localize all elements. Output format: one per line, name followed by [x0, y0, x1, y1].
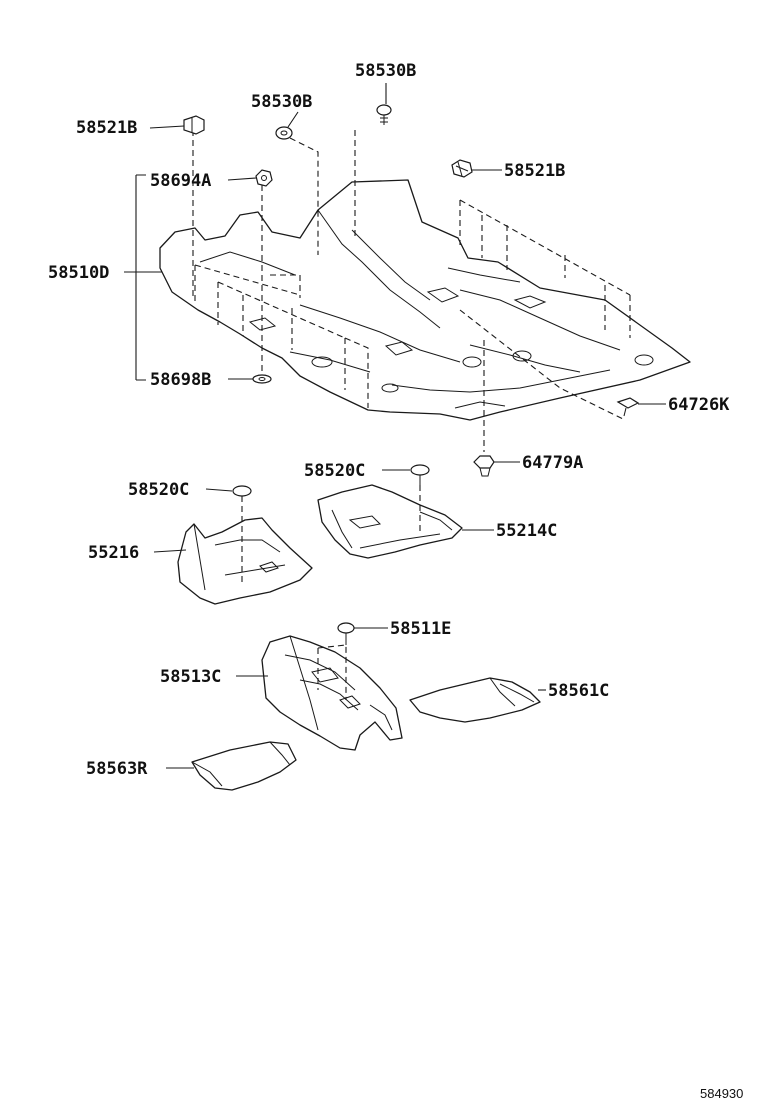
main-carpet-guides — [192, 130, 631, 452]
floor-carpet-58510D — [159, 179, 691, 421]
clip-58521B-left-icon — [183, 115, 205, 135]
label-58694A: 58694A — [150, 171, 211, 191]
clip-64779A-icon — [473, 455, 495, 477]
label-64726K: 64726K — [668, 395, 730, 415]
nut-58694A-icon — [255, 169, 273, 187]
label-55216: 55216 — [88, 543, 139, 563]
label-58530B-left: 58530B — [251, 92, 312, 112]
washer-58698B-icon — [252, 374, 272, 384]
label-58561C: 58561C — [548, 681, 609, 701]
retainer-58520C-left-icon — [232, 485, 252, 497]
label-58563R: 58563R — [86, 759, 148, 779]
label-58521B-right: 58521B — [504, 161, 565, 181]
grommet-58530B-left-icon — [275, 126, 293, 140]
leader-lines-main — [124, 83, 666, 463]
clip-58521B-right-icon — [451, 159, 473, 178]
console-carpet-58513C — [236, 622, 403, 751]
label-64779A: 64779A — [522, 453, 583, 473]
screw-58530B-top-icon — [376, 104, 392, 125]
label-58513C: 58513C — [160, 667, 221, 687]
label-58521B-left: 58521B — [76, 118, 137, 138]
label-58530B-top: 58530B — [355, 61, 416, 81]
clip-58511E-icon — [337, 622, 355, 634]
mat-58563R — [166, 741, 297, 791]
label-55214C: 55214C — [496, 521, 557, 541]
panel-55216 — [153, 485, 313, 605]
label-58698B: 58698B — [150, 370, 211, 390]
label-58510D: 58510D — [48, 263, 109, 283]
panel-55214C — [317, 464, 494, 559]
clip-64726K-icon — [616, 397, 640, 417]
mat-58561C — [409, 677, 546, 723]
retainer-58520C-mid-icon — [410, 464, 430, 476]
label-58520C-mid: 58520C — [304, 461, 365, 481]
label-58511E: 58511E — [390, 619, 451, 639]
label-58520C-left: 58520C — [128, 480, 189, 500]
diagram-reference-number: 584930 — [700, 1086, 743, 1101]
part-labels: 58530B 58530B 58521B 58521B 58694A 58510… — [48, 61, 743, 1101]
